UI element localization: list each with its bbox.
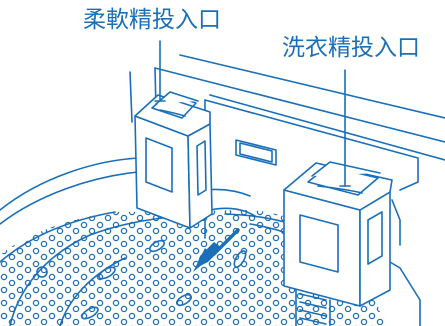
detergent-dispenser (283, 161, 393, 326)
softener-dispenser (134, 91, 213, 229)
softener-inlet-label: 柔軟精投入口 (83, 7, 221, 33)
detergent-leader (339, 69, 351, 187)
flow-arrow (193, 228, 240, 272)
detergent-inlet-label: 洗衣精投入口 (282, 35, 420, 61)
softener-leader (154, 40, 166, 102)
